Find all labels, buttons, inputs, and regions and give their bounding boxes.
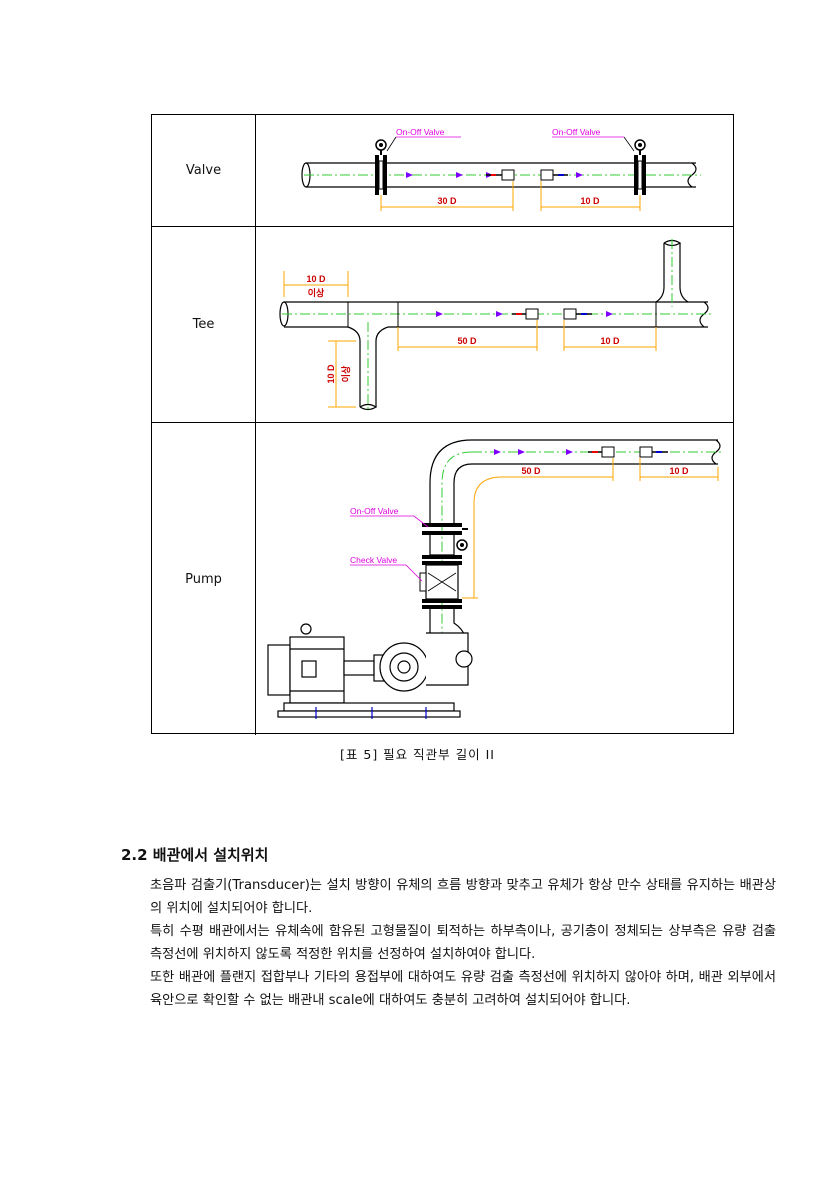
- dim-50d-label: 50 D: [457, 336, 477, 346]
- dim-top-sub-label: 이상: [308, 287, 325, 299]
- paragraph-2: 특히 수평 배관에서는 유체속에 함유된 고형물질이 퇴적하는 하부측이나, 공…: [150, 924, 776, 962]
- dimension-lines: [462, 458, 719, 599]
- table-caption: [표 5] 필요 직관부 길이 II: [340, 747, 495, 762]
- section-title: 2.2 배관에서 설치위치: [121, 846, 269, 864]
- check-valve-icon: [419, 555, 462, 609]
- onoff-valve-callout: On-Off Valve: [350, 506, 399, 516]
- pump-base: [283, 702, 455, 712]
- table-row-tee: Tee: [152, 227, 733, 423]
- anchor-bolts: [315, 707, 427, 719]
- onoff-valve-icon: [422, 523, 468, 556]
- row-label-pump: Pump: [152, 423, 256, 735]
- straight-pipe-table: Valve: [151, 114, 734, 735]
- dimension-lines: [380, 181, 641, 211]
- flow-arrows: [494, 449, 573, 455]
- paragraph-1: 초음파 검출기(Transducer)는 설치 방향이 유체의 흐름 방향과 맞…: [150, 878, 776, 916]
- row-label-valve: Valve: [152, 115, 256, 226]
- dim-50d-label: 50 D: [521, 466, 541, 476]
- transducer-downstream-icon: [563, 308, 592, 320]
- dim-30d-label: 30 D: [437, 196, 457, 206]
- valve-left-icon: [375, 139, 387, 195]
- valve-diagram: On-Off Valve On-Off Valve 30 D 10 D: [301, 127, 701, 211]
- table-row-valve: Valve: [152, 115, 733, 227]
- table-row-pump: Pump: [152, 423, 733, 735]
- pump-diagram: 50 D 10 D On-Off Valve Check Valve: [267, 439, 722, 719]
- valve-right-callout: On-Off Valve: [552, 127, 601, 137]
- transducer-upstream-icon: [588, 446, 615, 458]
- flow-arrows: [436, 311, 613, 317]
- transducer-upstream-icon: [486, 169, 515, 181]
- dim-10d-label: 10 D: [580, 196, 600, 206]
- valve-left-callout: On-Off Valve: [396, 127, 445, 137]
- transducer-upstream-icon: [512, 308, 539, 320]
- transducer-downstream-icon: [540, 169, 568, 181]
- dim-top-10d-label: 10 D: [306, 274, 326, 284]
- paragraph-3: 또한 배관에 플랜지 접합부나 기타의 용접부에 대하여도 유량 검출 측정선에…: [150, 970, 776, 1008]
- valve-figure: On-Off Valve On-Off Valve 30 D 10 D: [256, 115, 733, 226]
- dim-10d-label: 10 D: [669, 466, 689, 476]
- pump-figure: 50 D 10 D On-Off Valve Check Valve: [256, 423, 733, 735]
- tee-figure: 10 D 이상 50 D 10 D 10 D 이상: [256, 227, 733, 422]
- tee-diagram: 10 D 이상 50 D 10 D 10 D 이상: [279, 239, 714, 411]
- dim-vert-sub-label: 이상: [340, 365, 352, 382]
- valve-right-icon: [634, 139, 646, 195]
- check-valve-callout: Check Valve: [350, 555, 397, 565]
- dim-10d-label: 10 D: [600, 336, 620, 346]
- dim-vert-10d-label: 10 D: [326, 364, 336, 384]
- pump-motor-icon: [267, 623, 473, 704]
- transducer-downstream-icon: [639, 446, 668, 458]
- dimension-lines: [283, 271, 657, 408]
- row-label-tee: Tee: [152, 227, 256, 422]
